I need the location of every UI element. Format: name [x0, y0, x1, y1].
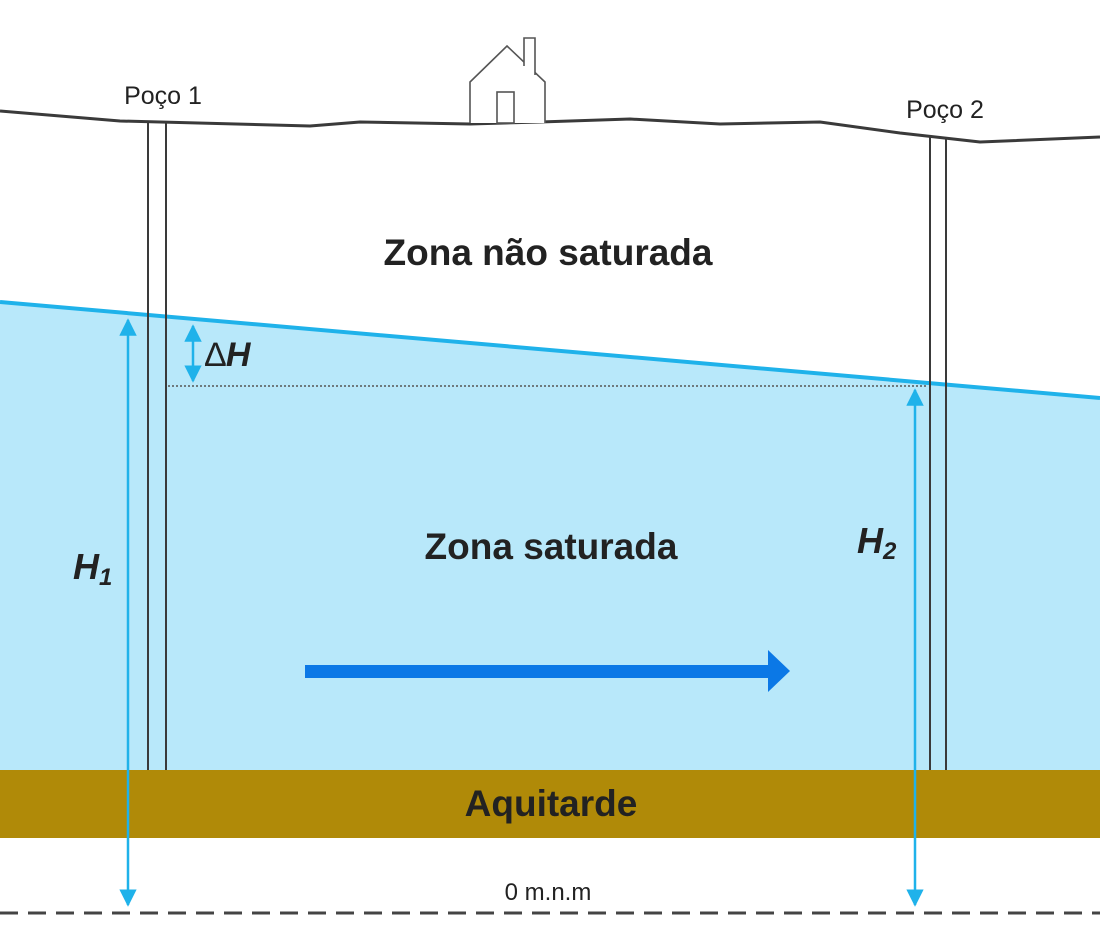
h2-subscript: 2 [882, 538, 897, 565]
aquitard-label: Aquitarde [465, 783, 638, 824]
well-1-casing [147, 122, 167, 770]
water-table-line [0, 300, 1100, 400]
delta-symbol: ∆ [205, 336, 226, 374]
flow-arrow [305, 650, 790, 692]
h1-subscript: 1 [99, 564, 112, 591]
house-icon [469, 37, 546, 124]
delta-h-label: ∆H [205, 336, 252, 374]
h1-label: H1 [73, 546, 112, 591]
well-2-casing [929, 137, 947, 770]
ground-surface-line [0, 109, 1100, 144]
well-1-label: Poço 1 [124, 82, 202, 110]
datum-label: 0 m.n.m [505, 879, 592, 906]
h2-label: H2 [857, 520, 897, 565]
well-2-label: Poço 2 [906, 96, 984, 124]
saturated-zone-area [0, 302, 1100, 770]
delta-h-symbol: H [226, 336, 252, 374]
saturated-zone-label: Zona saturada [425, 526, 678, 567]
h1-symbol: H [73, 546, 100, 587]
h2-symbol: H [857, 520, 884, 561]
unsaturated-zone-label: Zona não saturada [384, 232, 713, 273]
